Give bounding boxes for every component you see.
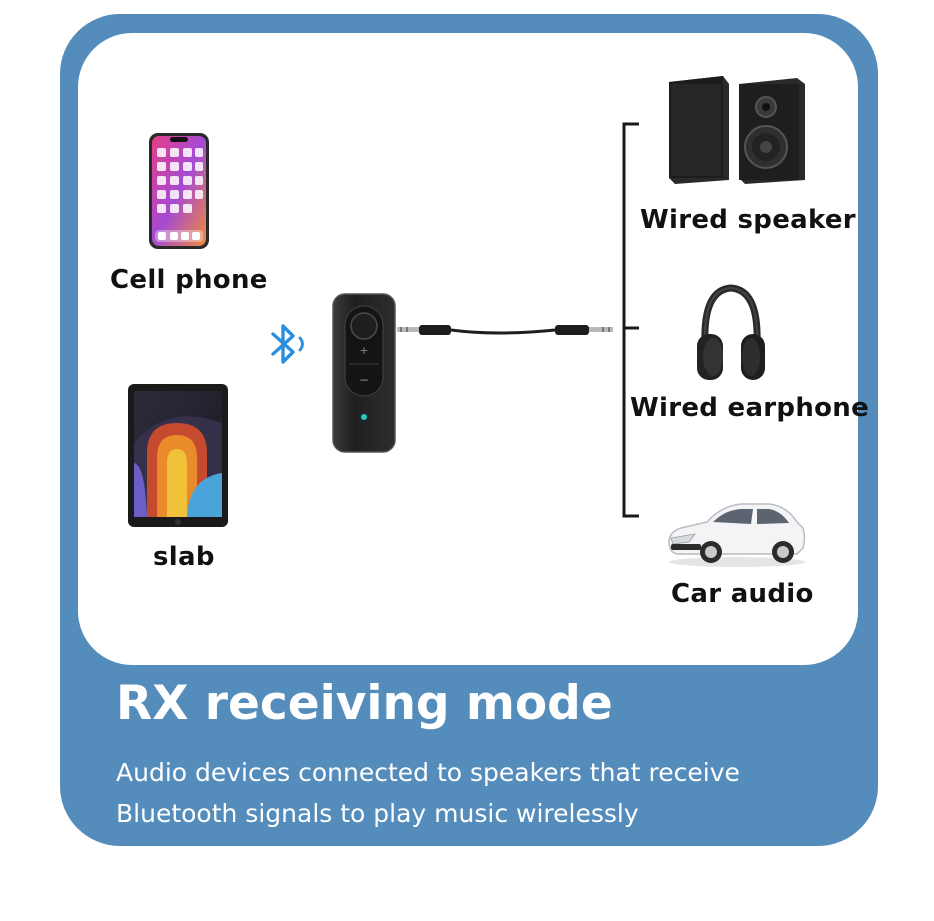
bluetooth-icon (271, 324, 304, 364)
tablet-icon (128, 384, 228, 527)
speaker-icon (669, 76, 805, 184)
output-bracket (622, 122, 639, 518)
mode-description: Audio devices connected to speakers that… (116, 758, 740, 828)
mode-title: RX receiving mode (116, 676, 613, 731)
bluetooth-receiver-icon: + − (332, 293, 396, 453)
aux-cable (397, 325, 613, 335)
output-label-car: Car audio (671, 579, 814, 609)
svg-text:+: + (359, 344, 368, 357)
phone-icon (149, 133, 209, 249)
source-label-tablet: slab (153, 542, 215, 572)
source-label-phone: Cell phone (110, 265, 268, 295)
output-label-speaker: Wired speaker (640, 205, 856, 235)
output-label-earphone: Wired earphone (630, 393, 870, 423)
svg-text:−: − (359, 373, 369, 387)
car-icon (668, 503, 806, 567)
headphone-icon (697, 284, 765, 380)
